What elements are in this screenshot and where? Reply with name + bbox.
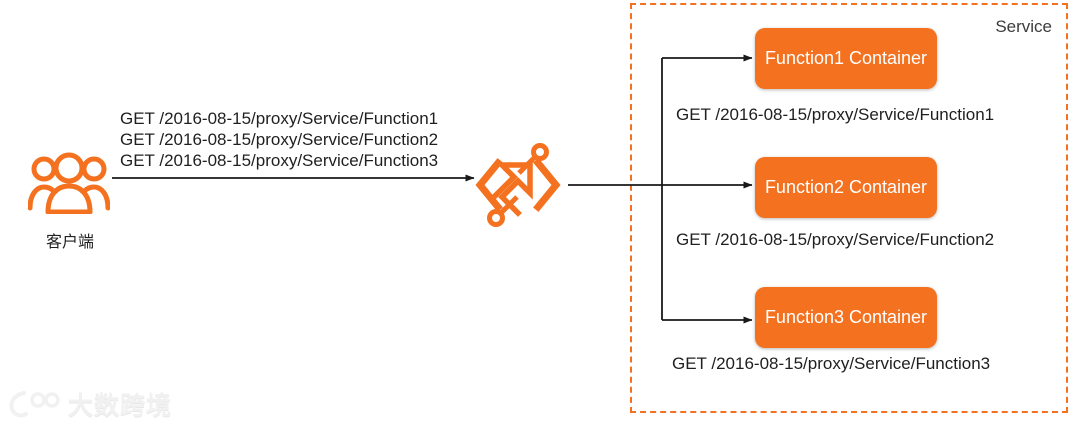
function2-request-caption: GET /2016-08-15/proxy/Service/Function2 (676, 230, 995, 249)
client-label: 客户端 (45, 234, 94, 251)
watermark-text: 大数跨境 (68, 392, 173, 420)
client-request-3: GET /2016-08-15/proxy/Service/Function3 (120, 151, 439, 170)
function1-container[interactable]: Function1 Container (755, 28, 937, 89)
client-request-1: GET /2016-08-15/proxy/Service/Function1 (120, 109, 439, 128)
function3-container[interactable]: Function3 Container (755, 287, 937, 348)
api-gateway-icon (470, 137, 566, 233)
watermark: 大数跨境 (8, 386, 172, 422)
service-boundary: Service (630, 3, 1068, 413)
client-request-list: GET /2016-08-15/proxy/Service/Function1 … (120, 108, 438, 171)
function3-request-caption: GET /2016-08-15/proxy/Service/Function3 (672, 354, 991, 373)
client-request-2: GET /2016-08-15/proxy/Service/Function2 (120, 130, 439, 149)
bracket-100-logo-icon (9, 391, 60, 418)
function1-request-caption: GET /2016-08-15/proxy/Service/Function1 (676, 105, 995, 124)
service-label: Service (995, 17, 1052, 36)
function3-container-label: Function3 Container (764, 307, 928, 327)
function1-container-label: Function1 Container (764, 48, 928, 68)
function2-container[interactable]: Function2 Container (755, 157, 937, 218)
function2-container-label: Function2 Container (764, 177, 928, 197)
users-group-icon (27, 152, 111, 215)
